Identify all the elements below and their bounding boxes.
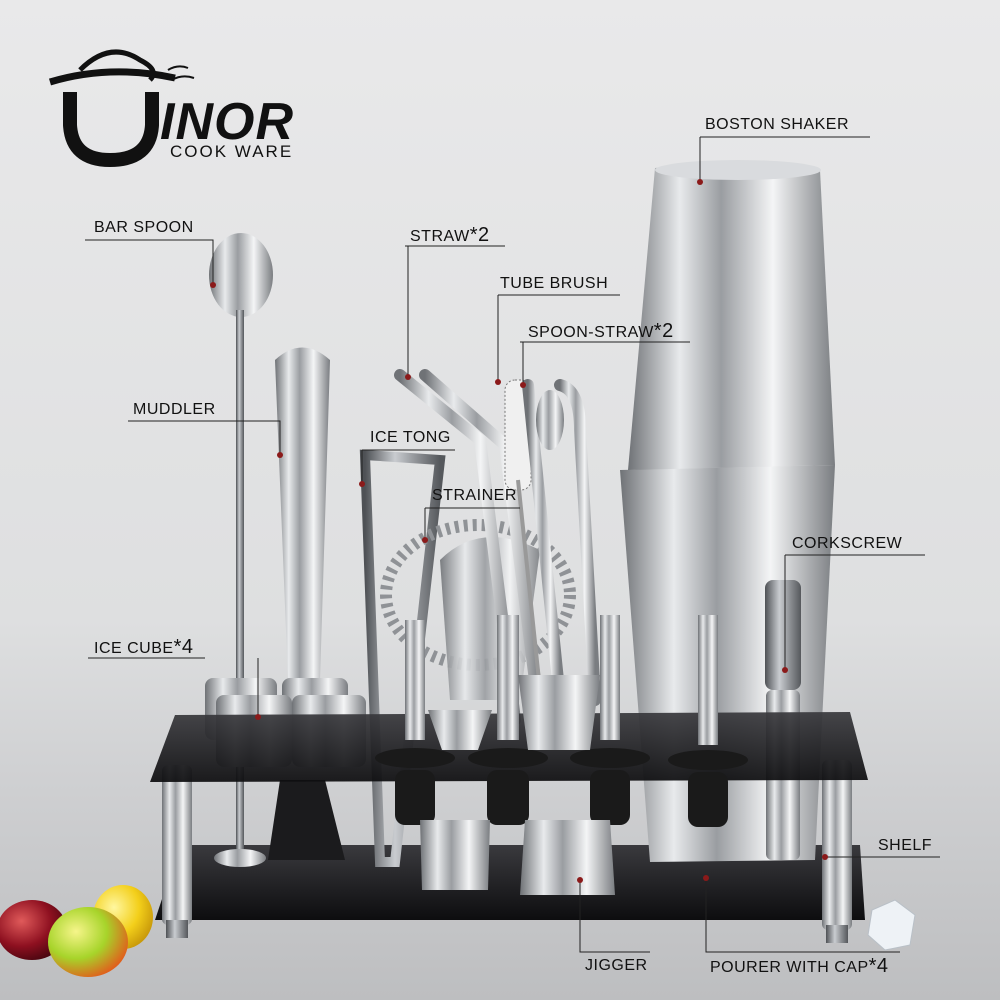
label-straw: STRAW*2	[410, 224, 490, 246]
spoon-straws	[522, 379, 601, 706]
label-ice-tong: ICE TONG	[370, 429, 451, 446]
lower-shelf	[155, 845, 865, 920]
label-tube-brush: TUBE BRUSH	[500, 275, 609, 292]
label-muddler: MUDDLER	[133, 401, 216, 418]
brand-name: INOR	[160, 93, 294, 151]
label-bar-spoon: BAR SPOON	[94, 219, 194, 236]
label-jigger: JIGGER	[585, 957, 648, 974]
brand-subtitle: COOK WARE	[170, 142, 294, 161]
label-shelf: SHELF	[878, 837, 933, 854]
muddler	[268, 347, 345, 860]
label-corkscrew: CORKSCREW	[792, 535, 903, 552]
shelf-post-left	[162, 765, 192, 925]
crystal-ice	[867, 899, 916, 951]
label-spoon-straw: SPOON-STRAW*2	[528, 320, 674, 342]
label-pourer: POURER WITH CAP*4	[710, 955, 889, 977]
pourers	[375, 615, 748, 827]
label-boston-shaker: BOSTON SHAKER	[705, 116, 850, 133]
shelf-post-right	[822, 760, 852, 930]
label-strainer: STRAINER	[432, 487, 517, 504]
label-dots	[210, 179, 828, 883]
leader-lines	[85, 136, 940, 953]
brand-logo	[48, 49, 195, 168]
green-apple	[48, 907, 128, 977]
label-ice-cube: ICE CUBE*4	[94, 636, 194, 658]
bar-spoon	[209, 233, 273, 867]
jiggers	[420, 675, 615, 895]
